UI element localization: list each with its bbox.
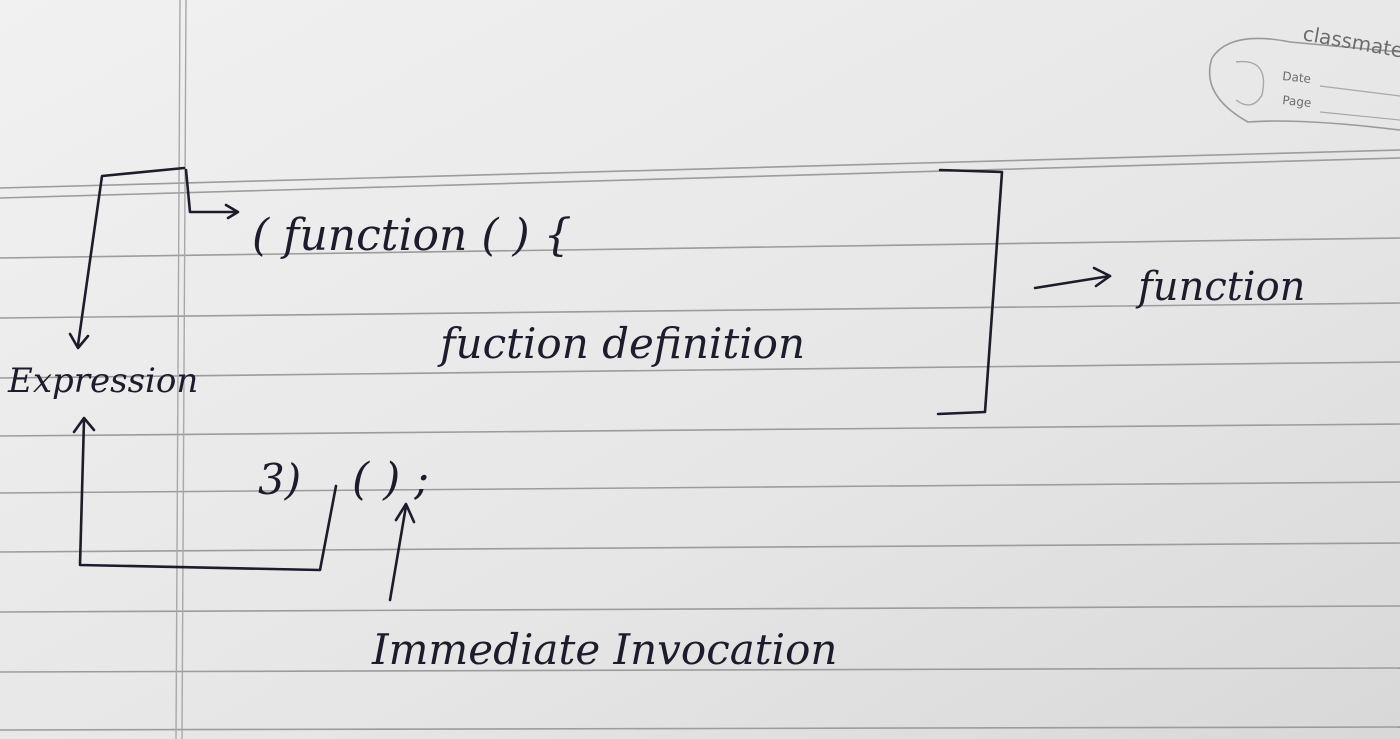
code-invocation-parens: ( ) ;	[352, 454, 429, 505]
page-label: Page	[1282, 93, 1312, 110]
function-arrow	[1033, 274, 1112, 290]
expression-top-line	[76, 166, 186, 347]
function-arrowhead-icon	[1092, 266, 1112, 288]
invocation-label: Immediate Invocation	[371, 625, 837, 674]
code-line-function-open: ( function ( ) {	[252, 210, 572, 261]
expression-up-arrow-icon	[72, 416, 96, 434]
expression-hook-arrowhead-icon	[224, 203, 240, 220]
invocation-arrow	[388, 504, 408, 602]
classmate-logo-icon	[1235, 60, 1265, 106]
expression-bottom-line	[78, 418, 338, 572]
date-label: Date	[1282, 69, 1312, 86]
function-bracket	[936, 168, 1004, 416]
margin-lines	[175, 0, 187, 739]
function-label: function	[1135, 264, 1305, 310]
ruled-lines	[0, 149, 1400, 731]
expression-label: Expression	[7, 361, 198, 401]
expression-down-arrow-icon	[68, 332, 90, 350]
expression-hook	[184, 168, 238, 214]
invocation-arrowhead-icon	[394, 502, 416, 524]
code-line-definition: fuction definition	[437, 319, 805, 368]
code-line-close: 3)	[258, 455, 301, 504]
